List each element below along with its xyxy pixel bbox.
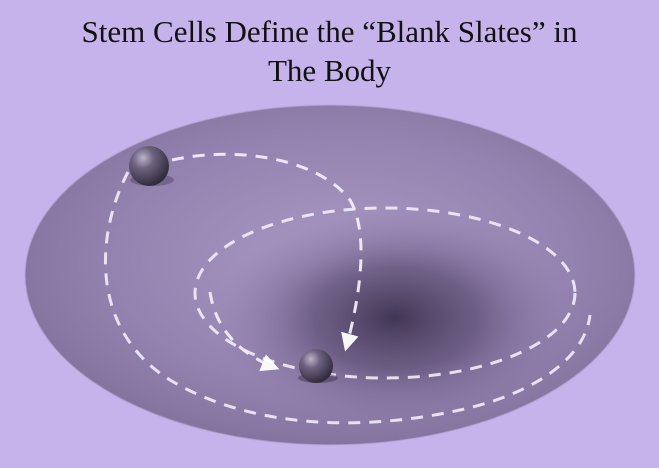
stem-cell-ball <box>129 146 169 186</box>
title-line-1: Stem Cells Define the “Blank Slates” in <box>0 12 659 51</box>
valley-well <box>215 206 575 430</box>
title-line-2: The Body <box>0 51 659 90</box>
slide-title: Stem Cells Define the “Blank Slates” in … <box>0 12 659 90</box>
differentiated-cell-ball <box>299 349 333 383</box>
